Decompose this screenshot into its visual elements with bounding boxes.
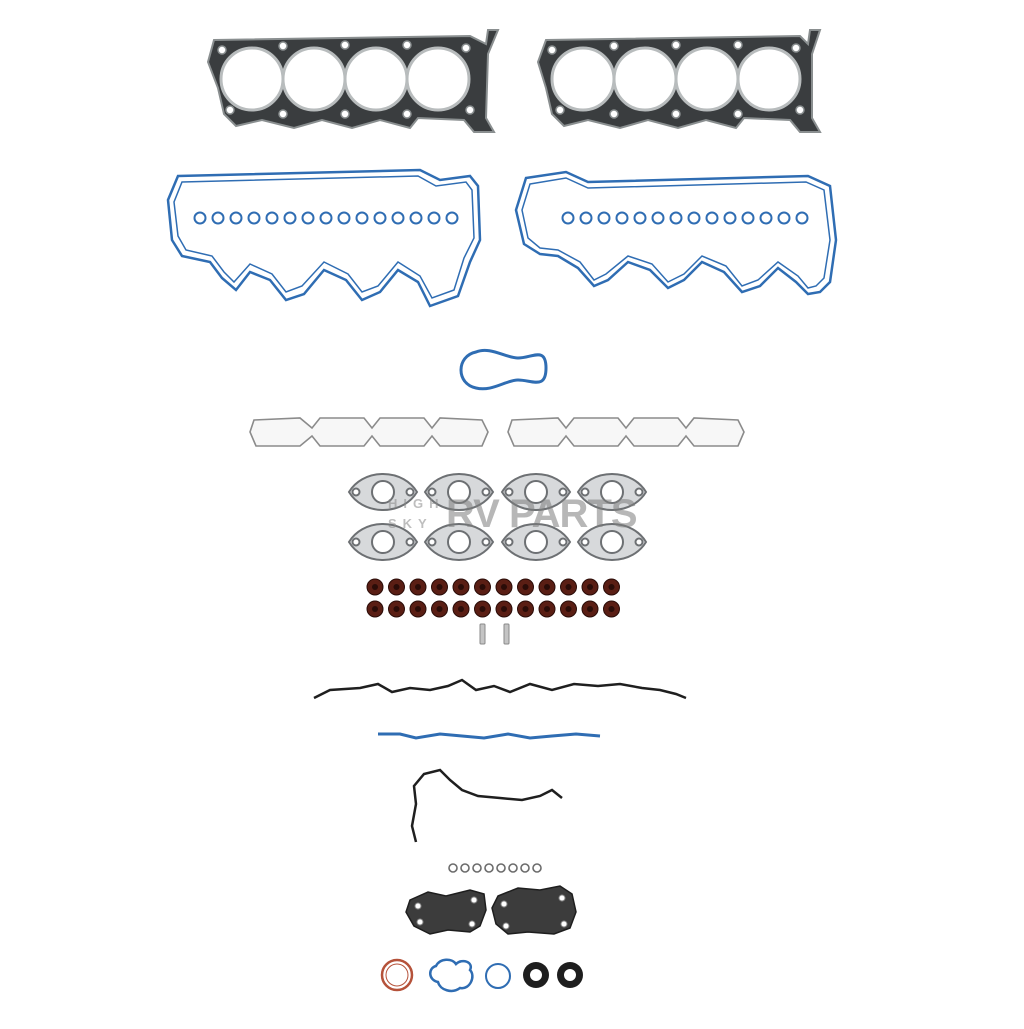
water-pump-gasket xyxy=(410,768,563,843)
valve-stem-seal-bore xyxy=(393,606,400,612)
front-cover-seal-strip xyxy=(378,732,601,740)
cylinder-head-gasket-right xyxy=(536,29,822,133)
exhaust-bolt-hole xyxy=(634,487,644,497)
exhaust-bolt-hole xyxy=(580,487,590,497)
exhaust-manifold-gaskets xyxy=(347,472,648,562)
intake-manifold-gasket-right xyxy=(507,417,745,447)
valve-stem-seal-bore xyxy=(587,584,593,590)
valve-stem-seal-bore xyxy=(436,606,443,612)
valve-stem-seals xyxy=(366,578,620,618)
exhaust-bolt-hole xyxy=(504,537,514,547)
valve-stem-seal-bore xyxy=(608,606,615,612)
exhaust-port xyxy=(447,480,471,504)
exhaust-bolt-hole xyxy=(634,537,644,547)
valve-stem-seal-bore xyxy=(544,606,550,612)
valve-cover-gasket-right xyxy=(514,170,838,296)
exhaust-bolt-hole xyxy=(580,537,590,547)
exhaust-port xyxy=(371,530,395,554)
exhaust-bolt-hole xyxy=(558,487,568,497)
cylinder-head-gasket-left xyxy=(206,29,500,133)
exhaust-bolt-hole xyxy=(427,537,437,547)
exhaust-bolt-hole xyxy=(351,537,361,547)
valve-stem-seal-bore xyxy=(393,584,400,590)
valve-stem-seal-bore xyxy=(458,584,464,590)
timing-cover-gasket xyxy=(313,678,687,700)
spark-plug-tube-seals xyxy=(448,863,542,873)
dowel-pins xyxy=(479,623,510,645)
exhaust-bolt-hole xyxy=(427,487,437,497)
valve-stem-seal-bore xyxy=(501,606,507,612)
exhaust-bolt-hole xyxy=(405,537,415,547)
exhaust-bolt-hole xyxy=(351,487,361,497)
exhaust-bolt-hole xyxy=(405,487,415,497)
valve-stem-seal-bore xyxy=(608,584,615,590)
valve-stem-seal-bore xyxy=(565,584,572,590)
valve-stem-seal-bore xyxy=(415,606,421,612)
exhaust-port xyxy=(371,480,395,504)
valve-stem-seal-bore xyxy=(479,584,486,590)
exhaust-port xyxy=(447,530,471,554)
valve-stem-seal-bore xyxy=(415,584,421,590)
exhaust-bolt-hole xyxy=(504,487,514,497)
exhaust-port xyxy=(524,480,548,504)
valve-stem-seal-bore xyxy=(501,584,507,590)
exhaust-bolt-hole xyxy=(558,537,568,547)
cam-plate-gaskets xyxy=(405,885,577,935)
exhaust-port xyxy=(524,530,548,554)
watermark-brand: RV PARTS xyxy=(446,492,638,536)
exhaust-bolt-hole xyxy=(481,487,491,497)
valve-stem-seal-bore xyxy=(565,606,572,612)
exhaust-port xyxy=(600,530,624,554)
intake-manifold-gasket-left xyxy=(249,417,489,447)
valve-stem-seal-bore xyxy=(544,584,550,590)
valve-stem-seal-bore xyxy=(458,606,464,612)
valve-stem-seal-bore xyxy=(522,584,529,590)
watermark-line2: SKY xyxy=(388,516,433,531)
exhaust-port xyxy=(600,480,624,504)
valve-stem-seal-bore xyxy=(587,606,593,612)
valve-stem-seal-bore xyxy=(522,606,529,612)
valve-stem-seal-bore xyxy=(372,584,378,590)
misc-o-rings xyxy=(380,958,583,993)
watermark: HIGH SKY RV PARTS xyxy=(388,492,648,542)
watermark-line1: HIGH xyxy=(388,496,445,511)
throttle-body-gasket xyxy=(459,348,548,391)
exhaust-bolt-hole xyxy=(481,537,491,547)
valve-stem-seal-bore xyxy=(436,584,443,590)
valve-stem-seal-bore xyxy=(372,606,378,612)
valve-stem-seal-bore xyxy=(479,606,486,612)
valve-cover-gasket-left xyxy=(166,168,482,308)
